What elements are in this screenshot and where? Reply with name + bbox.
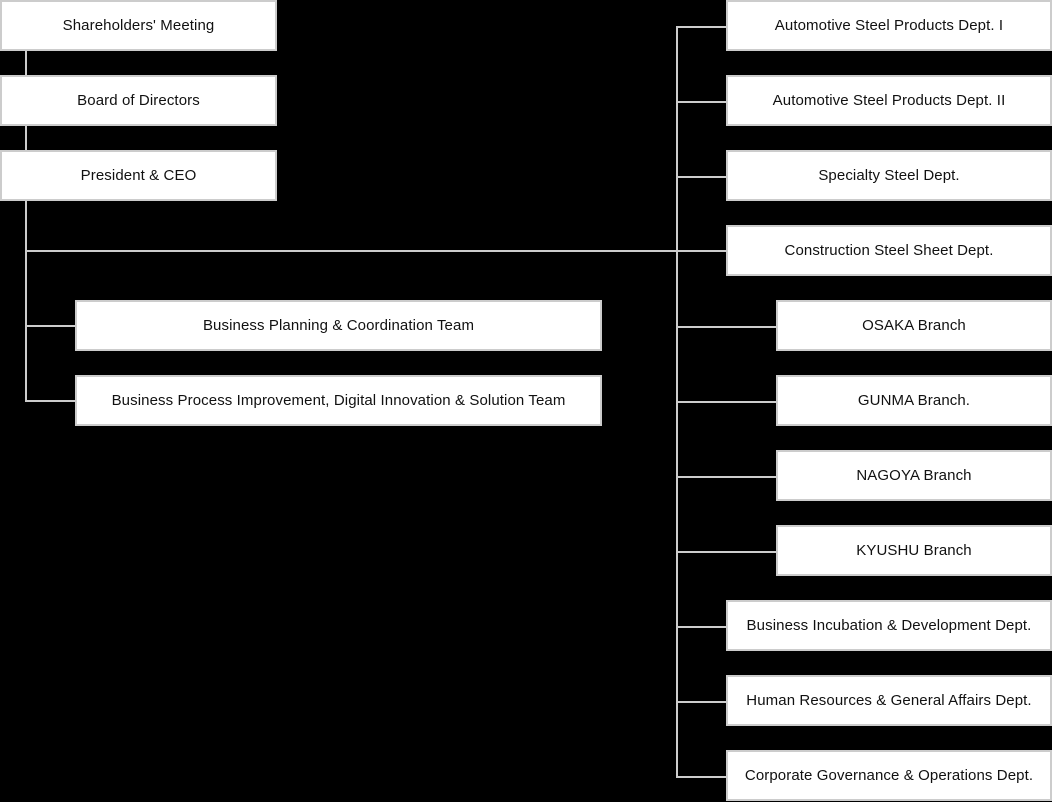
node-business-process-improvement-team[interactable]: Business Process Improvement, Digital In… [75,375,602,426]
node-president-ceo[interactable]: President & CEO [0,150,277,201]
node-label-board-of-directors: Board of Directors [77,91,200,109]
node-label-gunma-branch: GUNMA Branch. [857,391,971,409]
node-label-president-ceo: President & CEO [80,166,197,184]
connector-board-to-president [25,126,27,151]
node-automotive-steel-products-dept-2[interactable]: Automotive Steel Products Dept. II [726,75,1052,126]
node-kyushu-branch[interactable]: KYUSHU Branch [776,525,1052,576]
node-label-business-process-improvement-team: Business Process Improvement, Digital In… [111,391,566,409]
connector-president-to-right-trunk [25,250,728,252]
node-label-automotive-steel-products-dept-1: Automotive Steel Products Dept. I [774,16,1004,34]
node-label-specialty-steel-dept: Specialty Steel Dept. [818,166,960,184]
connector-trunk-to-automotive-2 [676,101,728,103]
connector-trunk-to-nagoya [676,476,778,478]
node-nagoya-branch[interactable]: NAGOYA Branch [776,450,1052,501]
node-human-resources-general-affairs-dept[interactable]: Human Resources & General Affairs Dept. [726,675,1052,726]
node-business-incubation-development-dept[interactable]: Business Incubation & Development Dept. [726,600,1052,651]
node-label-corporate-governance-operations-dept: Corporate Governance & Operations Dept. [744,766,1034,784]
connector-trunk-to-construction-steel [676,250,728,252]
node-label-nagoya-branch: NAGOYA Branch [856,466,972,484]
node-construction-steel-sheet-dept[interactable]: Construction Steel Sheet Dept. [726,225,1052,276]
node-board-of-directors[interactable]: Board of Directors [0,75,277,126]
node-corporate-governance-operations-dept[interactable]: Corporate Governance & Operations Dept. [726,750,1052,801]
node-specialty-steel-dept[interactable]: Specialty Steel Dept. [726,150,1052,201]
connector-trunk-to-corporate-governance [676,776,728,778]
connector-trunk-to-human-resources [676,701,728,703]
node-label-business-planning-coordination-team: Business Planning & Coordination Team [202,316,475,334]
connector-trunk-to-osaka [676,326,778,328]
connector-shareholders-to-board [25,51,27,76]
connector-president-left-trunk [25,201,27,402]
node-osaka-branch[interactable]: OSAKA Branch [776,300,1052,351]
node-label-construction-steel-sheet-dept: Construction Steel Sheet Dept. [784,241,994,259]
node-label-kyushu-branch: KYUSHU Branch [856,541,972,559]
node-automotive-steel-products-dept-1[interactable]: Automotive Steel Products Dept. I [726,0,1052,51]
connector-trunk-to-specialty-steel [676,176,728,178]
node-label-business-incubation-development-dept: Business Incubation & Development Dept. [746,616,1032,634]
node-label-automotive-steel-products-dept-2: Automotive Steel Products Dept. II [772,91,1006,109]
node-gunma-branch[interactable]: GUNMA Branch. [776,375,1052,426]
connector-trunk-to-automotive-1 [676,26,728,28]
node-label-osaka-branch: OSAKA Branch [862,316,966,334]
node-business-planning-coordination-team[interactable]: Business Planning & Coordination Team [75,300,602,351]
connector-trunk-to-kyushu [676,551,778,553]
node-label-human-resources-general-affairs-dept: Human Resources & General Affairs Dept. [746,691,1032,709]
node-shareholders-meeting[interactable]: Shareholders' Meeting [0,0,277,51]
connector-trunk-to-business-process [25,400,77,402]
connector-trunk-to-business-incubation [676,626,728,628]
connector-trunk-to-gunma [676,401,778,403]
node-label-shareholders-meeting: Shareholders' Meeting [62,16,215,34]
connector-trunk-to-business-planning [25,325,77,327]
